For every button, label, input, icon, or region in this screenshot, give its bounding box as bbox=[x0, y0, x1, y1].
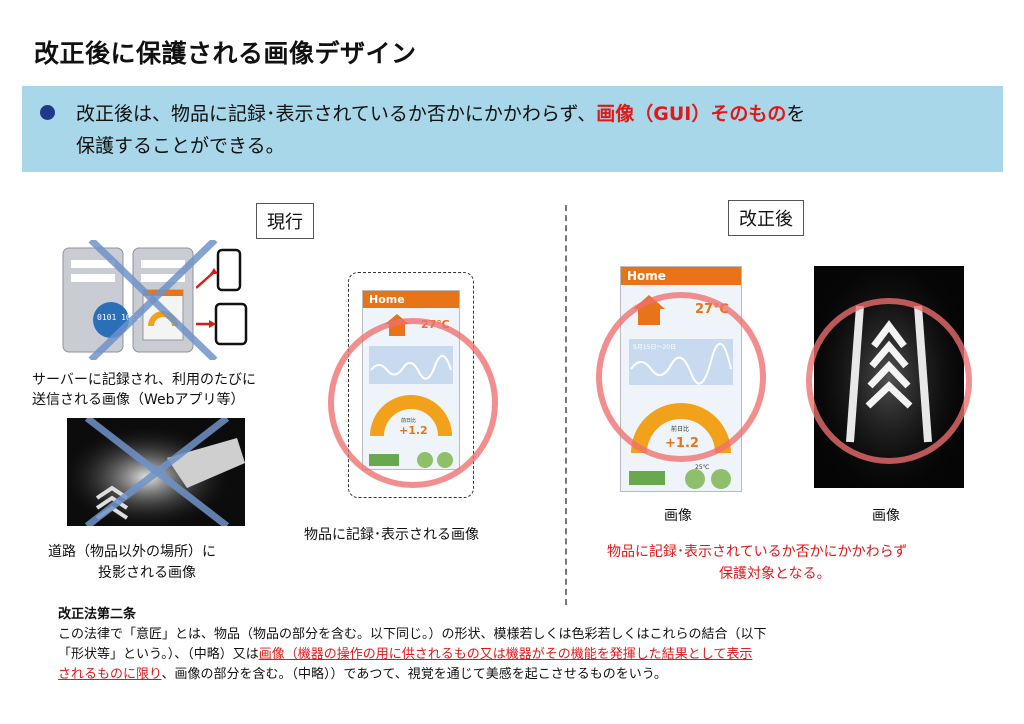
page-title: 改正後に保護される画像デザイン bbox=[34, 39, 417, 68]
road-projection-image bbox=[67, 418, 245, 526]
highlight-circle bbox=[596, 292, 766, 462]
law-line-1: この法律で「意匠」とは、物品（物品の部分を含む。以下同じ。）の形状、模様若しくは… bbox=[58, 627, 767, 642]
road-caption-2: 投影される画像 bbox=[98, 565, 196, 581]
law-text-block: 改正法第二条 この法律で「意匠」とは、物品（物品の部分を含む。以下同じ。）の形状… bbox=[58, 605, 767, 685]
law-text: 、画像の部分を含む。（中略））であつて、視覚を通じて美感を起こさせるものをいう。 bbox=[161, 667, 667, 682]
current-label: 現行 bbox=[256, 203, 314, 239]
revised-label: 改正後 bbox=[728, 200, 804, 236]
highlight-circle bbox=[806, 298, 972, 464]
device-caption: 物品に記録･表示される画像 bbox=[304, 527, 479, 543]
banner-line-2: 保護することができる。 bbox=[76, 135, 285, 157]
revised-note-2: 保護対象となる。 bbox=[719, 566, 831, 582]
server-illustration: 0101 1010 bbox=[62, 240, 218, 360]
highlight-circle bbox=[328, 318, 498, 488]
banner-text: 改正後は、物品に記録･表示されているか否かにかかわらず、 bbox=[76, 103, 597, 125]
banner-line-1: 改正後は、物品に記録･表示されているか否かにかかわらず、画像（GUI）そのものを bbox=[76, 99, 805, 126]
banner-text: を bbox=[786, 103, 806, 125]
phone-header: Home bbox=[621, 267, 741, 285]
revised-note-1: 物品に記録･表示されているか否かにかかわらず bbox=[607, 544, 908, 560]
law-text: 「形状等」という。）、（中略）又は bbox=[58, 647, 259, 662]
revised-image-caption-2: 画像 bbox=[872, 508, 900, 524]
server-caption-1: サーバーに記録され、利用のたびに bbox=[32, 372, 256, 388]
server-caption-2: 送信される画像（Webアプリ等） bbox=[32, 392, 245, 408]
binary-text: 0101 1010 bbox=[97, 313, 141, 322]
law-highlight: されるものに限り bbox=[58, 667, 162, 682]
banner-highlight: 画像（GUI）そのもの bbox=[596, 103, 787, 125]
device-icons bbox=[196, 248, 248, 346]
phone-header: Home bbox=[363, 291, 459, 308]
section-divider bbox=[565, 205, 567, 605]
summary-banner bbox=[22, 86, 1003, 172]
law-highlight: 画像（機器の操作の用に供されるもの又は機器がその機能を発揮した結果として表示 bbox=[258, 647, 753, 662]
law-heading: 改正法第二条 bbox=[58, 607, 137, 622]
road-caption-1: 道路（物品以外の場所）に bbox=[48, 544, 216, 560]
bullet-icon bbox=[40, 105, 55, 120]
small-temp: 25℃ bbox=[695, 464, 710, 471]
law-line-3: されるものに限り、画像の部分を含む。（中略））であつて、視覚を通じて美感を起こさ… bbox=[58, 665, 767, 685]
law-line-2: 「形状等」という。）、（中略）又は画像（機器の操作の用に供されるもの又は機器がそ… bbox=[58, 645, 767, 665]
revised-image-caption-1: 画像 bbox=[664, 508, 692, 524]
